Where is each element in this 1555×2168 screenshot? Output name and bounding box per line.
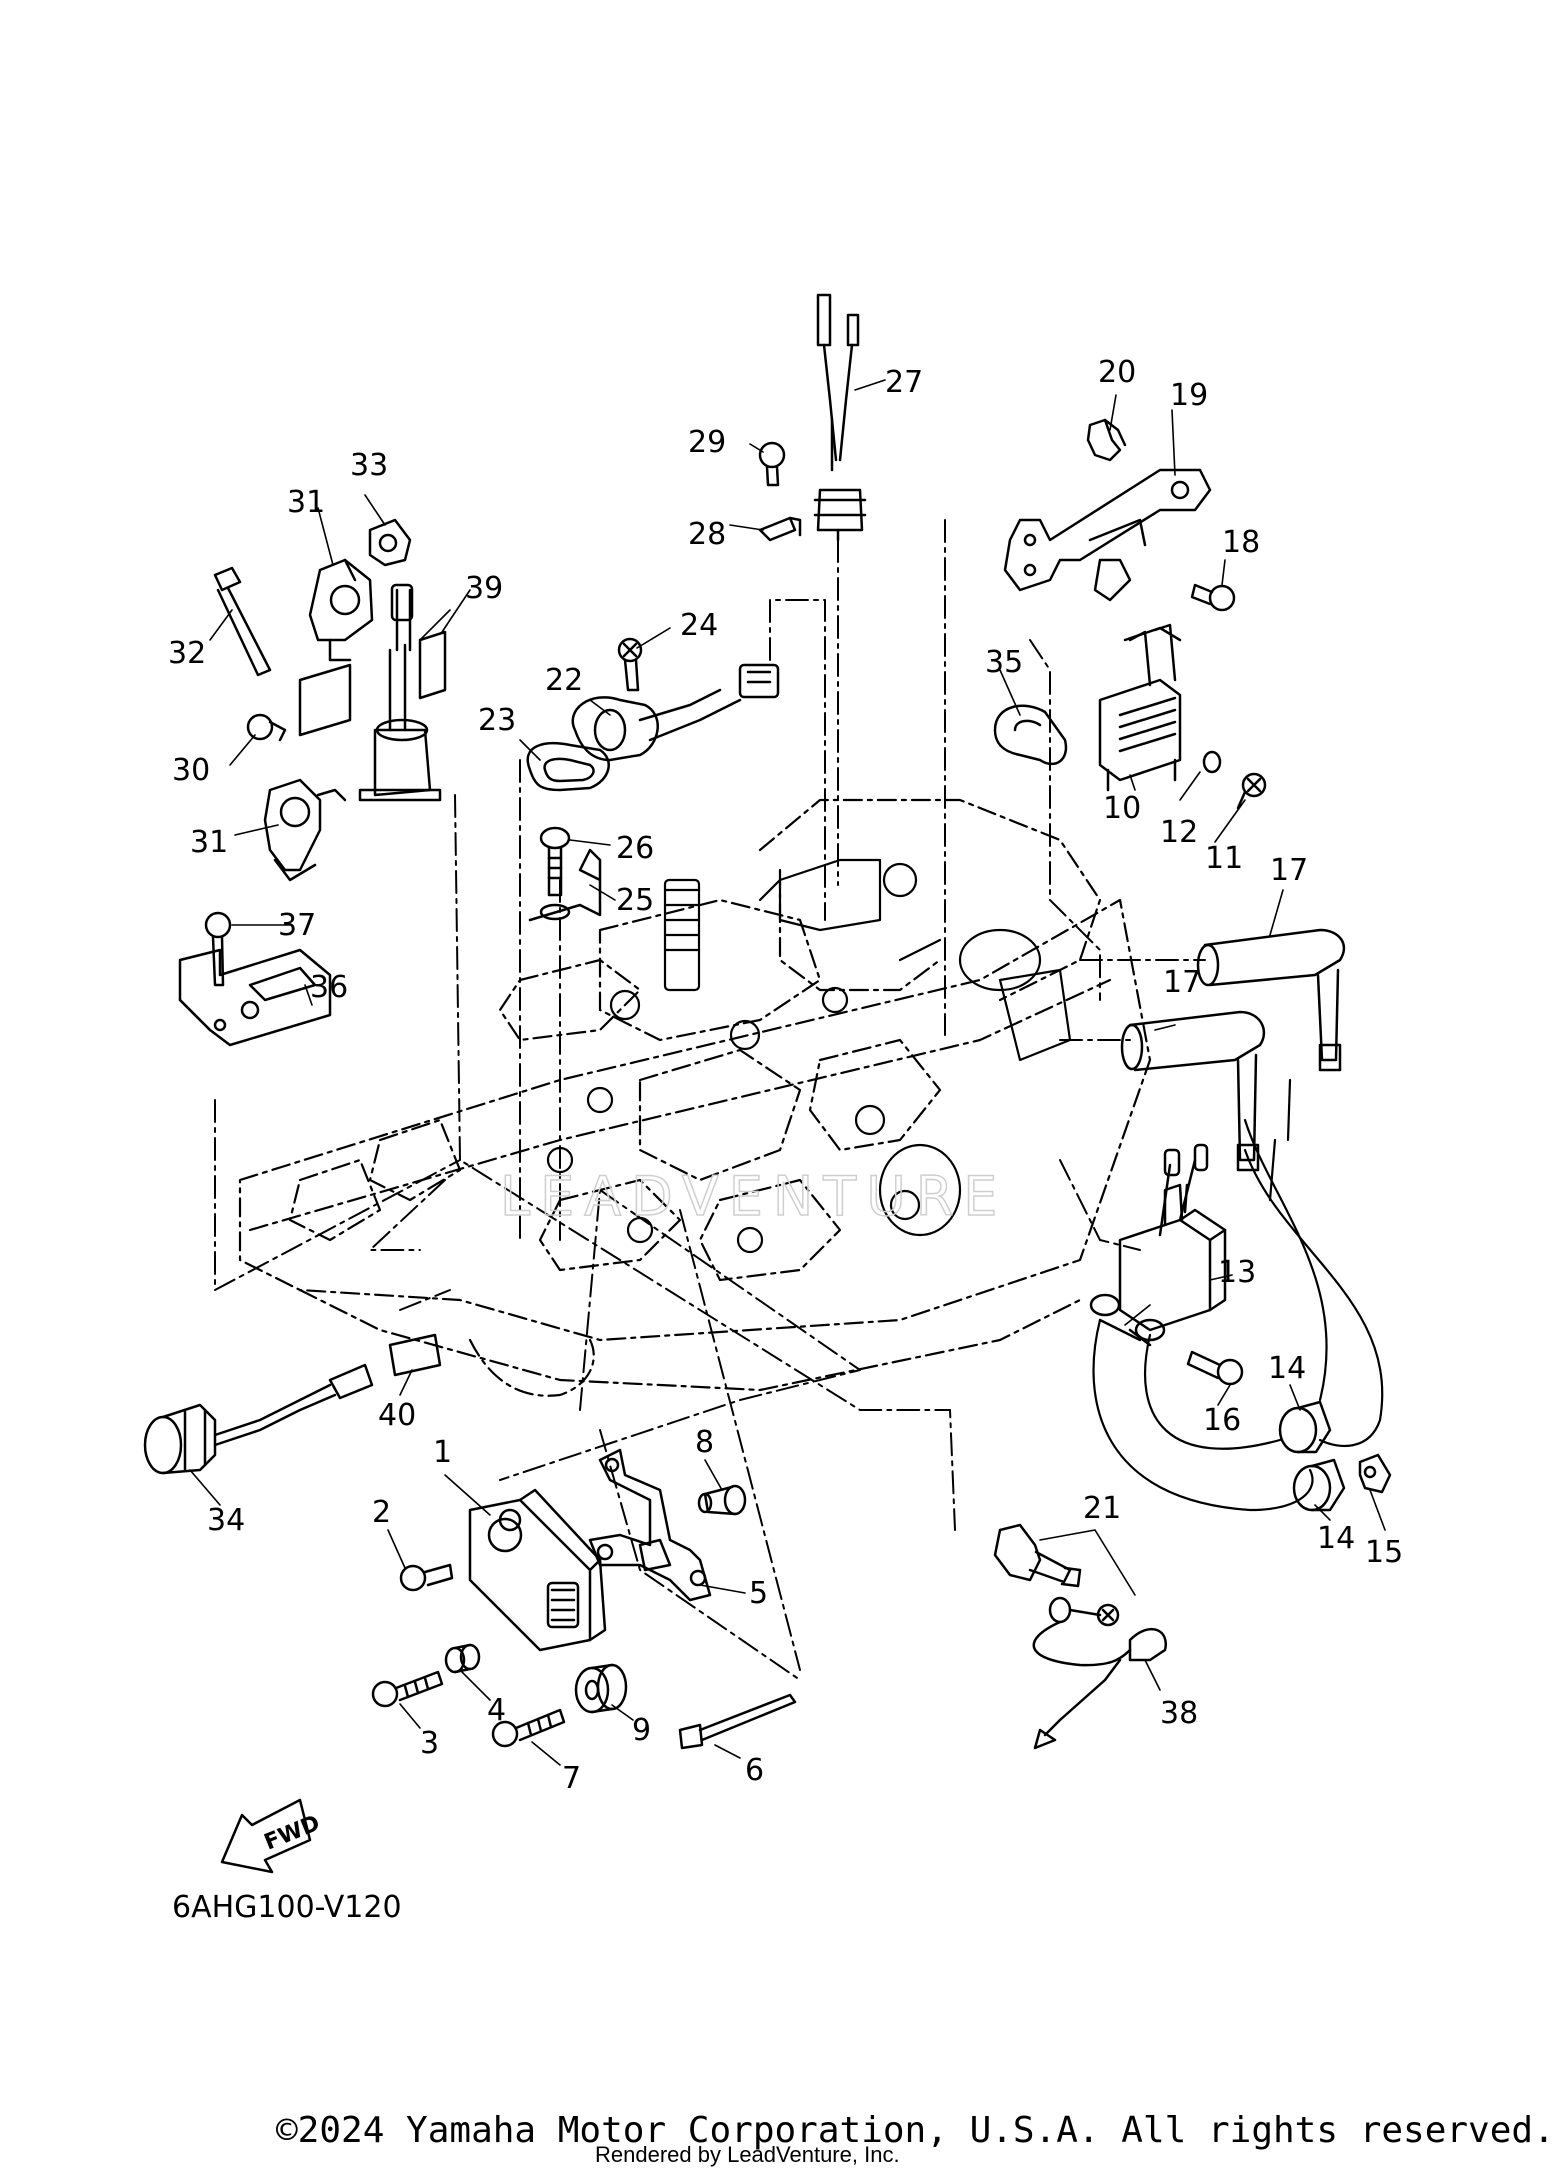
callout-leaders xyxy=(189,379,1386,1766)
callout-11: 11 xyxy=(1205,841,1243,876)
callout-15: 15 xyxy=(1365,1535,1403,1570)
part-14-plug-cap-a xyxy=(1278,1400,1332,1454)
callout-26: 26 xyxy=(616,831,654,866)
callout-17a: 17 xyxy=(1270,853,1308,888)
drawing-code: 6AHG100-V120 xyxy=(172,1890,402,1925)
part-6-cable-tie xyxy=(678,1693,797,1750)
part-34-connector xyxy=(143,1363,374,1475)
exploded-parts-diagram: FWD LEADVENTURE 1 2 3 4 5 6 7 8 9 10 11 … xyxy=(143,293,1403,1874)
callout-4: 4 xyxy=(487,1693,506,1728)
part-11-screw xyxy=(1236,772,1267,810)
part-12-washer xyxy=(1202,750,1222,774)
callout-14a: 14 xyxy=(1268,1351,1306,1386)
engine-block-outline xyxy=(238,798,1152,1397)
part-23-seal xyxy=(526,742,610,792)
callout-40: 40 xyxy=(378,1398,416,1433)
callout-28: 28 xyxy=(688,517,726,552)
callout-32: 32 xyxy=(168,636,206,671)
callout-38: 38 xyxy=(1160,1696,1198,1731)
callout-numbers: 1 2 3 4 5 6 7 8 9 10 11 12 13 14 14 15 1… xyxy=(168,355,1403,1796)
leader-lines xyxy=(214,519,1206,1681)
part-37-bolt xyxy=(204,911,232,987)
part-33-clip xyxy=(368,518,412,567)
part-38-ground-lead xyxy=(1032,1620,1168,1750)
callout-13: 13 xyxy=(1218,1255,1256,1290)
part-29-bolt xyxy=(758,441,786,487)
callout-30: 30 xyxy=(172,753,210,788)
callout-8: 8 xyxy=(695,1425,714,1460)
part-3-bolt xyxy=(371,1670,444,1708)
callout-29: 29 xyxy=(688,425,726,460)
callout-37: 37 xyxy=(278,908,316,943)
part-7-bolt xyxy=(491,1708,566,1748)
part-8-bolt xyxy=(697,1484,747,1516)
callout-33: 33 xyxy=(350,448,388,483)
part-36-bracket xyxy=(178,948,332,1047)
part-2-bolt xyxy=(399,1563,454,1592)
callout-7: 7 xyxy=(562,1761,581,1796)
callout-14b: 14 xyxy=(1317,1521,1355,1556)
part-27-sensor xyxy=(813,293,867,542)
part-4-collar xyxy=(444,1643,481,1674)
callout-20: 20 xyxy=(1098,355,1136,390)
callout-36: 36 xyxy=(310,970,348,1005)
rendered-by-notice: Rendered by LeadVenture, Inc. xyxy=(595,2142,900,2167)
part-22-grommet xyxy=(571,663,780,762)
callout-31a: 31 xyxy=(287,485,325,520)
part-28-plate xyxy=(758,516,802,542)
part-13-ignition-coil xyxy=(1089,1143,1227,1347)
part-31-clamp-lower xyxy=(263,778,347,882)
part-31-clamp-upper xyxy=(308,558,374,662)
watermark: LEADVENTURE xyxy=(500,1165,1007,1228)
part-19-bracket xyxy=(1003,468,1212,602)
callout-39: 39 xyxy=(465,571,503,606)
callout-25: 25 xyxy=(616,883,654,918)
part-14-plug-cap-b xyxy=(1292,1458,1346,1512)
part-9-grommet xyxy=(574,1663,628,1714)
callout-12: 12 xyxy=(1160,815,1198,850)
callout-3: 3 xyxy=(420,1726,439,1761)
callout-2: 2 xyxy=(372,1495,391,1530)
part-18-bolt xyxy=(1190,583,1236,612)
callout-24: 24 xyxy=(680,608,718,643)
part-10-rectifier xyxy=(1098,623,1182,792)
callout-16: 16 xyxy=(1203,1403,1241,1438)
part-17-plug-cap-lower xyxy=(1120,1010,1266,1172)
callout-10: 10 xyxy=(1103,791,1141,826)
part-24-bolt xyxy=(617,637,643,692)
callout-34: 34 xyxy=(207,1503,245,1538)
part-21-sensor xyxy=(993,1523,1120,1627)
callout-21: 21 xyxy=(1083,1491,1121,1526)
callout-22: 22 xyxy=(545,663,583,698)
callout-18: 18 xyxy=(1222,525,1260,560)
copyright-notice: ©2024 Yamaha Motor Corporation, U.S.A. A… xyxy=(276,2110,1555,2151)
callout-31b: 31 xyxy=(190,825,228,860)
part-5-bracket xyxy=(588,1448,712,1602)
fwd-arrow-icon xyxy=(220,1798,312,1874)
callout-17b: 17 xyxy=(1163,965,1201,1000)
callout-5: 5 xyxy=(749,1576,768,1611)
part-35-clamp xyxy=(993,704,1068,766)
callout-23: 23 xyxy=(478,703,516,738)
callout-1: 1 xyxy=(433,1435,452,1470)
part-17-plug-cap-upper xyxy=(1196,928,1346,1072)
part-20-clip xyxy=(1086,418,1127,462)
part-16-bolt xyxy=(1186,1350,1244,1386)
part-15-clip xyxy=(1358,1453,1392,1494)
callout-19: 19 xyxy=(1170,378,1208,413)
part-39-switch xyxy=(298,583,447,802)
callout-27: 27 xyxy=(885,365,923,400)
part-1-control-module xyxy=(468,1488,607,1652)
parts-diagram-page: FWD LEADVENTURE 1 2 3 4 5 6 7 8 9 10 11 … xyxy=(143,293,1555,2167)
part-30-bolt xyxy=(246,713,287,742)
part-40-label xyxy=(388,1333,442,1377)
callout-35: 35 xyxy=(985,645,1023,680)
engine-block-details xyxy=(546,858,1072,1254)
part-25-bracket xyxy=(528,848,602,922)
part-32-cable-tie xyxy=(213,566,272,677)
callout-9: 9 xyxy=(632,1713,651,1748)
part-26-bolt xyxy=(539,826,571,897)
callout-6: 6 xyxy=(745,1753,764,1788)
